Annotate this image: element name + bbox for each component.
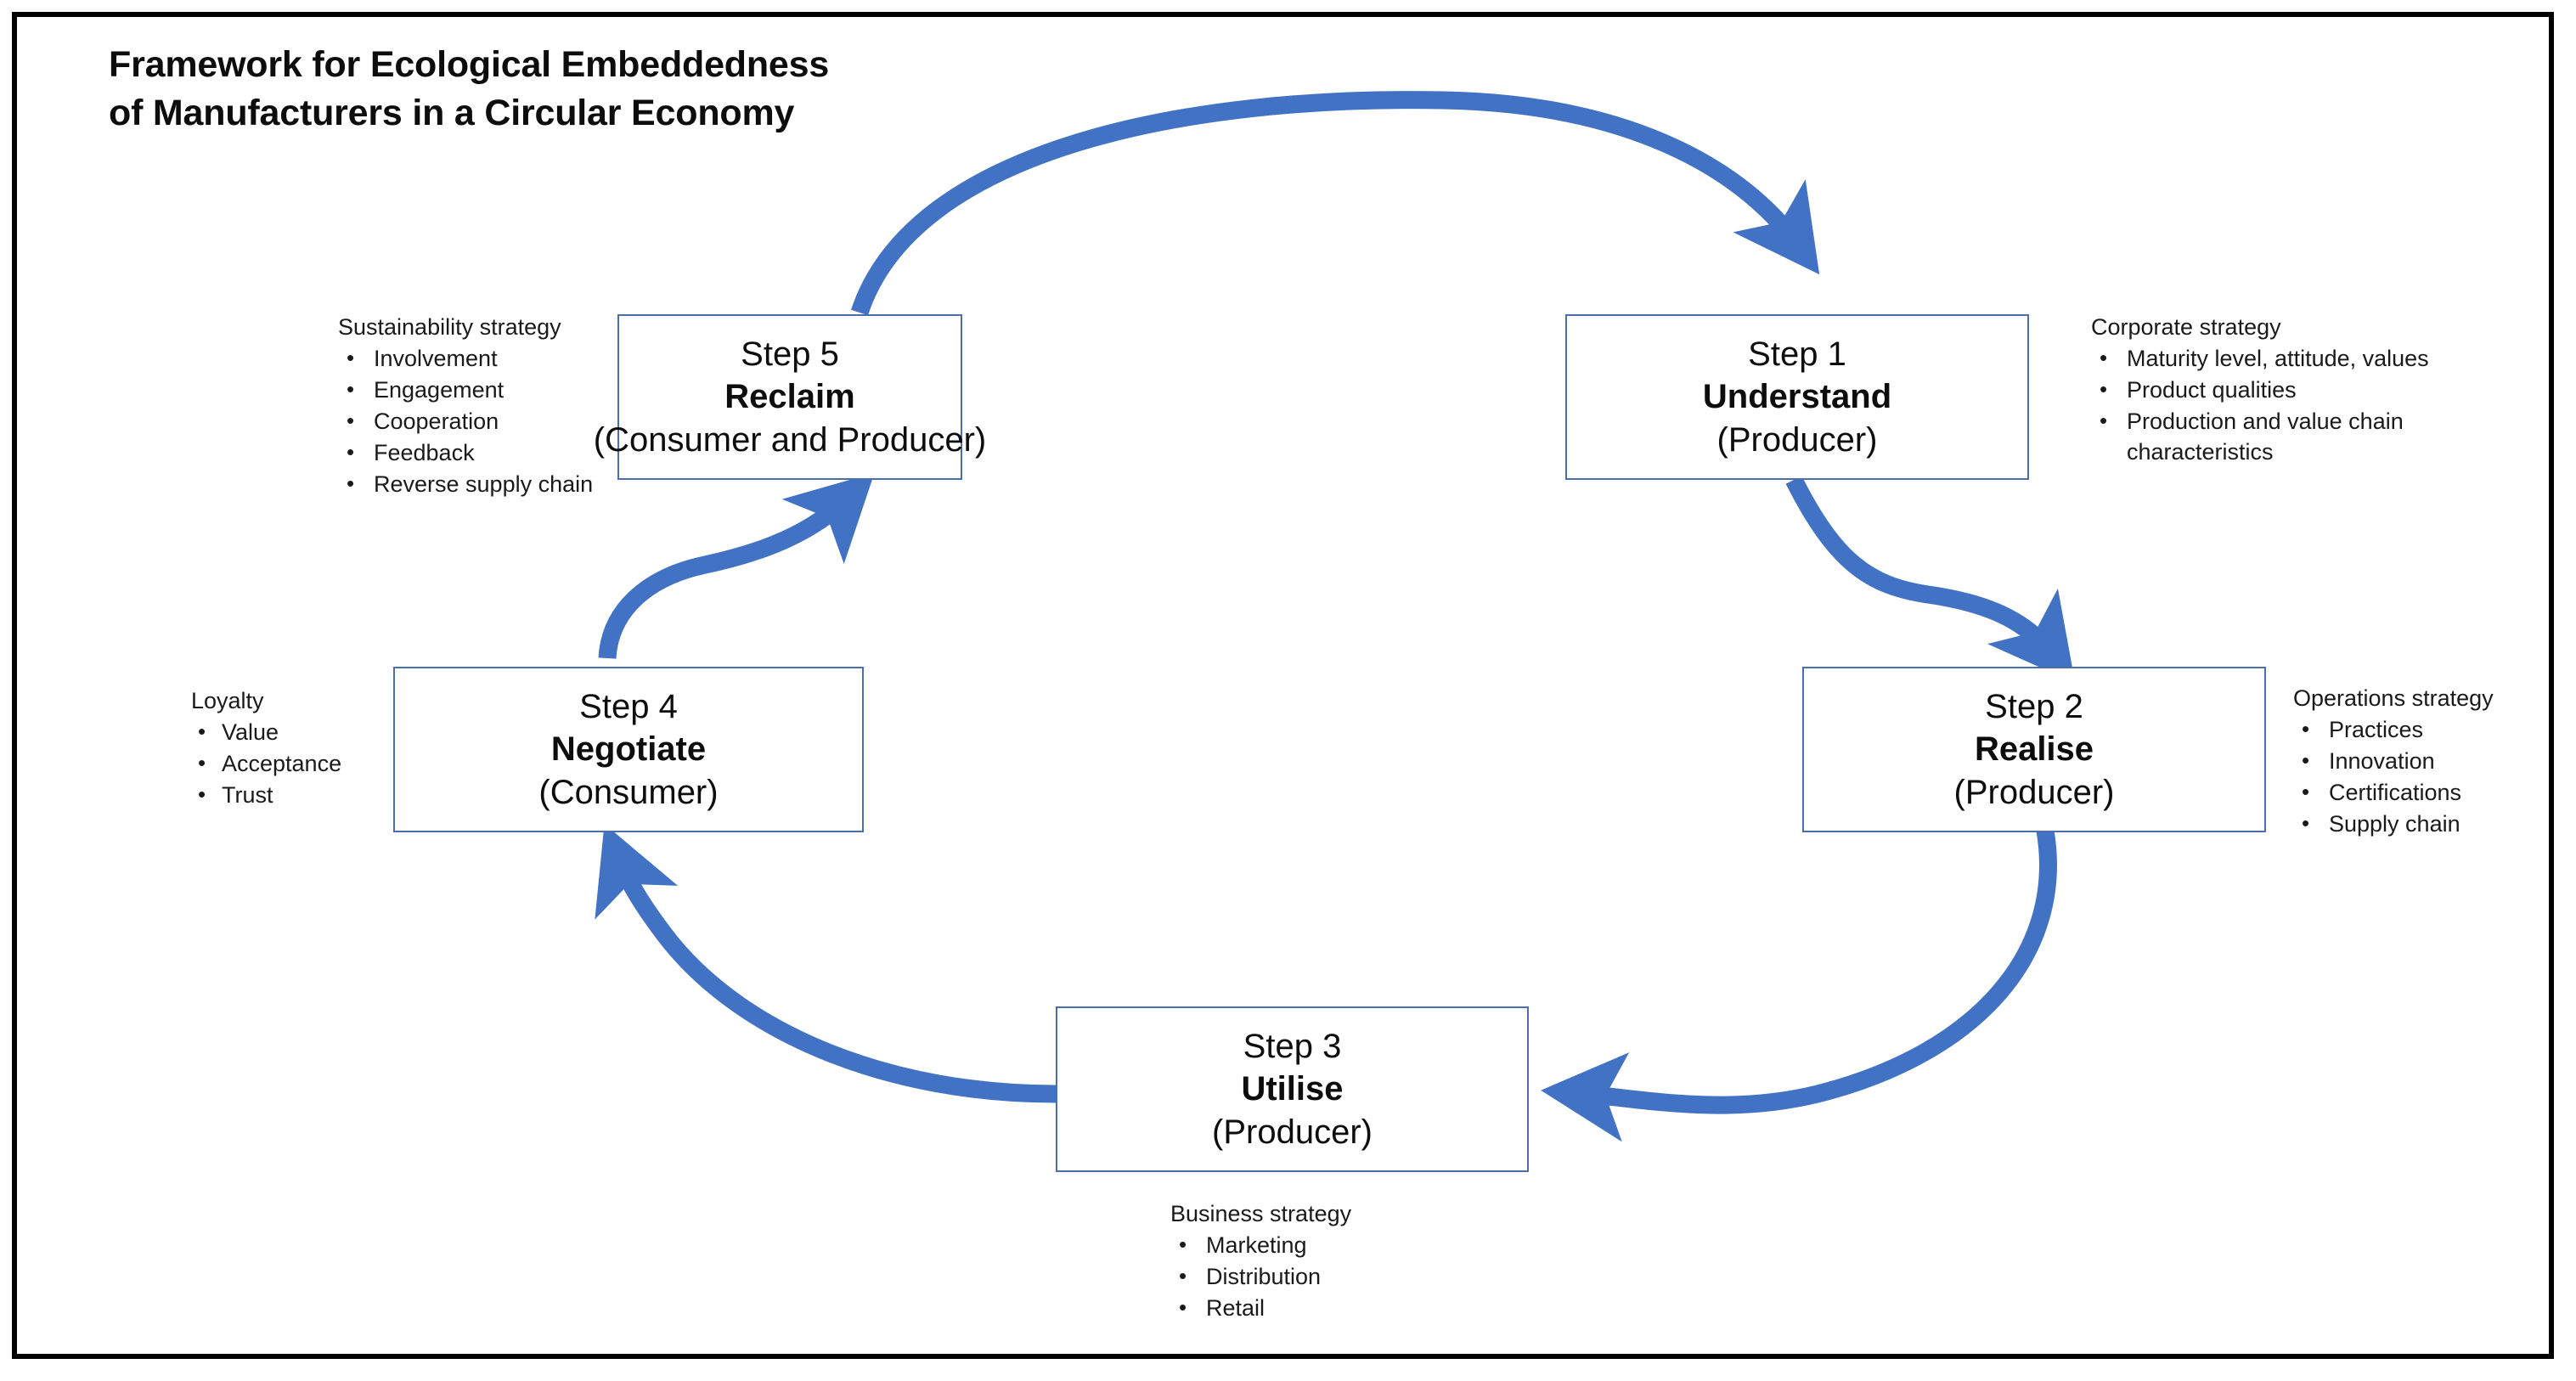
annotation-operations-list: Practices Innovation Certifications Supp… <box>2293 714 2573 840</box>
step-5-name: Reclaim <box>724 378 855 416</box>
list-item: Involvement <box>338 343 627 375</box>
step-5-number: Step 5 <box>741 335 839 373</box>
step-4-actor: (Consumer) <box>538 773 719 811</box>
arrow-step2-to-step3 <box>1541 829 2057 1142</box>
annotation-operations-heading: Operations strategy <box>2293 685 2494 711</box>
list-item: Trust <box>191 780 386 811</box>
list-item: Innovation <box>2293 746 2573 777</box>
step-box-4[interactable]: Step 4 Negotiate (Consumer) <box>393 667 864 832</box>
list-item: Certifications <box>2293 777 2573 809</box>
annotation-operations-strategy: Operations strategy Practices Innovation… <box>2293 684 2573 841</box>
arrow-step4-to-step5 <box>598 472 875 659</box>
list-item: Maturity level, attitude, values <box>2091 343 2490 375</box>
list-item: Retail <box>1170 1293 1451 1324</box>
step-1-name: Understand <box>1702 378 1892 416</box>
annotation-business-list: Marketing Distribution Retail <box>1170 1230 1451 1324</box>
annotation-corporate-strategy: Corporate strategy Maturity level, attit… <box>2091 313 2490 469</box>
step-3-name: Utilise <box>1241 1070 1344 1108</box>
page-title: Framework for Ecological Embeddedness of… <box>109 41 1128 138</box>
step-2-number: Step 2 <box>1985 687 2083 725</box>
step-box-2[interactable]: Step 2 Realise (Producer) <box>1802 667 2266 832</box>
step-2-actor: (Producer) <box>1953 773 2115 811</box>
list-item: Practices <box>2293 714 2573 746</box>
list-item: Engagement <box>338 375 627 406</box>
step-box-3[interactable]: Step 3 Utilise (Producer) <box>1056 1006 1529 1172</box>
arrow-step1-to-step2 <box>1785 476 2076 684</box>
annotation-sustainability-strategy: Sustainability strategy Involvement Enga… <box>338 313 627 500</box>
step-3-actor: (Producer) <box>1212 1113 1373 1151</box>
step-2-name: Realise <box>1974 730 2094 769</box>
step-4-number: Step 4 <box>579 687 678 725</box>
step-1-number: Step 1 <box>1748 335 1846 373</box>
annotation-loyalty-list: Value Acceptance Trust <box>191 717 386 811</box>
annotation-sustainability-heading: Sustainability strategy <box>338 314 561 340</box>
arrow-step5-to-step1 <box>851 91 1820 316</box>
page-title-line-2: of Manufacturers in a Circular Economy <box>109 92 795 133</box>
annotation-corporate-heading: Corporate strategy <box>2091 314 2281 340</box>
list-item: Reverse supply chain <box>338 469 627 500</box>
list-item: Supply chain <box>2293 809 2573 840</box>
annotation-sustainability-list: Involvement Engagement Cooperation Feedb… <box>338 343 627 500</box>
list-item: Feedback <box>338 437 627 469</box>
list-item: Cooperation <box>338 406 627 437</box>
step-1-actor: (Producer) <box>1716 420 1878 459</box>
list-item: Marketing <box>1170 1230 1451 1261</box>
annotation-business-strategy: Business strategy Marketing Distribution… <box>1170 1199 1451 1325</box>
page-title-line-1: Framework for Ecological Embeddedness <box>109 44 830 85</box>
list-item: Production and value chain characteristi… <box>2091 406 2490 468</box>
list-item: Product qualities <box>2091 375 2490 406</box>
step-5-actor: (Consumer and Producer) <box>593 420 987 459</box>
step-4-name: Negotiate <box>550 730 707 769</box>
arrow-step3-to-step4 <box>595 824 1057 1103</box>
annotation-loyalty-heading: Loyalty <box>191 688 264 713</box>
annotation-business-heading: Business strategy <box>1170 1201 1352 1226</box>
annotation-loyalty: Loyalty Value Acceptance Trust <box>191 686 386 812</box>
step-3-number: Step 3 <box>1243 1027 1342 1065</box>
step-box-1[interactable]: Step 1 Understand (Producer) <box>1565 314 2029 480</box>
list-item: Acceptance <box>191 748 386 780</box>
step-box-5[interactable]: Step 5 Reclaim (Consumer and Producer) <box>594 314 986 480</box>
list-item: Distribution <box>1170 1261 1451 1293</box>
list-item: Value <box>191 717 386 748</box>
annotation-corporate-list: Maturity level, attitude, values Product… <box>2091 343 2490 468</box>
